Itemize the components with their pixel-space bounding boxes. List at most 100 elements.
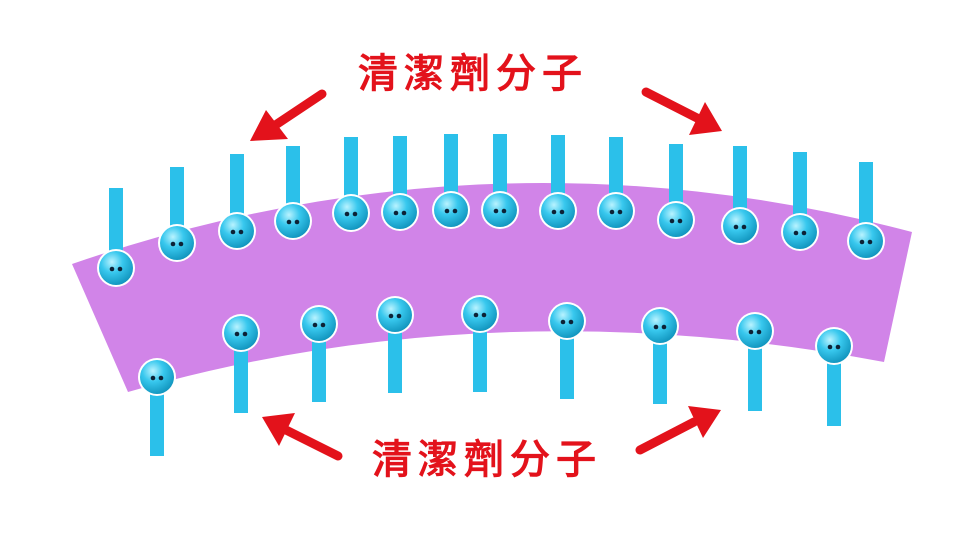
molecule-eye-right-top-7	[501, 208, 507, 214]
detergent-molecule	[815, 327, 853, 426]
molecule-tail-top-0	[109, 188, 123, 268]
molecule-eye-left-top-10	[669, 218, 675, 224]
molecule-eye-right-top-11	[741, 224, 747, 230]
molecule-tail-top-11	[733, 146, 747, 226]
molecule-eye-right-bottom-3	[396, 313, 402, 319]
molecule-head-top-10	[659, 203, 693, 237]
molecule-head-bottom-0	[140, 360, 174, 394]
molecule-head-top-6	[434, 193, 468, 227]
molecule-head-top-11	[723, 209, 757, 243]
molecule-eye-left-bottom-7	[748, 329, 754, 335]
detergent-molecule	[300, 305, 338, 402]
molecule-eye-left-bottom-8	[827, 344, 833, 350]
molecule-eye-right-top-6	[452, 208, 458, 214]
molecule-tail-top-2	[230, 154, 244, 231]
arrow-bottom-right	[635, 406, 721, 455]
detergent-molecule	[736, 312, 774, 411]
molecule-tail-bottom-4	[473, 314, 487, 392]
molecule-head-top-3	[276, 204, 310, 238]
molecule-tail-top-6	[444, 134, 458, 210]
molecule-eye-left-top-0	[109, 266, 115, 272]
molecule-head-bottom-8	[817, 329, 851, 363]
molecule-head-bottom-2	[302, 307, 336, 341]
detergent-molecule	[376, 296, 414, 393]
molecule-eye-right-top-0	[117, 266, 123, 272]
molecule-head-top-5	[383, 195, 417, 229]
molecule-tail-top-5	[393, 136, 407, 212]
detergent-molecule	[381, 136, 419, 231]
molecule-tail-bottom-2	[312, 324, 326, 402]
molecule-eye-right-top-3	[294, 219, 300, 225]
detergent-molecule	[597, 137, 635, 230]
molecule-eye-left-top-5	[393, 210, 399, 216]
detergent-molecule	[481, 134, 519, 229]
detergent-molecule	[461, 295, 499, 392]
detergent-molecule	[138, 358, 176, 456]
detergent-molecule	[641, 307, 679, 404]
molecule-tail-top-8	[551, 135, 565, 211]
molecule-head-top-2	[220, 214, 254, 248]
molecule-tail-bottom-7	[748, 331, 762, 411]
molecule-eye-left-top-8	[551, 209, 557, 215]
molecule-eye-left-top-3	[286, 219, 292, 225]
molecule-eye-left-top-7	[493, 208, 499, 214]
molecule-eye-right-top-10	[677, 218, 683, 224]
molecule-tail-bottom-8	[827, 346, 841, 426]
molecule-tail-bottom-3	[388, 315, 402, 393]
arrow-top-right	[641, 87, 722, 135]
molecule-tail-top-7	[493, 134, 507, 210]
molecule-eye-right-top-9	[617, 209, 623, 215]
molecule-eye-right-top-12	[801, 230, 807, 236]
molecule-tail-bottom-0	[150, 377, 164, 456]
molecule-eye-left-bottom-4	[473, 312, 479, 318]
molecule-eye-left-top-9	[609, 209, 615, 215]
molecule-tail-top-3	[286, 146, 300, 221]
molecule-eye-left-top-11	[733, 224, 739, 230]
molecule-head-bottom-1	[224, 316, 258, 350]
detergent-molecule	[158, 167, 196, 262]
molecule-eye-right-bottom-8	[835, 344, 841, 350]
detergent-molecule	[274, 146, 312, 240]
molecule-head-top-8	[541, 194, 575, 228]
molecule-tail-top-4	[344, 137, 358, 213]
detergent-molecule	[539, 135, 577, 230]
molecule-head-top-9	[599, 194, 633, 228]
molecule-eye-right-bottom-2	[320, 322, 326, 328]
molecule-eye-left-top-13	[859, 239, 865, 245]
molecule-eye-left-bottom-2	[312, 322, 318, 328]
molecule-eye-left-bottom-1	[234, 331, 240, 337]
molecule-eye-left-top-6	[444, 208, 450, 214]
detergent-molecule-label-bottom: 清潔劑分子	[372, 436, 602, 483]
detergent-molecule	[332, 137, 370, 232]
molecule-eye-right-top-5	[401, 210, 407, 216]
molecule-head-top-12	[783, 215, 817, 249]
molecule-eye-left-bottom-5	[560, 319, 566, 325]
detergent-molecule	[97, 188, 135, 287]
detergent-molecule	[548, 302, 586, 399]
molecule-tail-top-13	[859, 162, 873, 241]
detergent-molecule	[781, 152, 819, 251]
molecule-eye-left-bottom-6	[653, 324, 659, 330]
molecule-tail-bottom-5	[560, 321, 574, 399]
molecule-tail-top-10	[669, 144, 683, 220]
detergent-molecule	[222, 314, 260, 413]
detergent-molecule-label-top: 清潔劑分子	[358, 50, 588, 97]
molecule-tail-bottom-6	[653, 326, 667, 404]
molecule-eye-right-top-4	[352, 211, 358, 217]
detergent-molecule	[847, 162, 885, 260]
molecule-head-top-4	[334, 196, 368, 230]
molecule-head-top-0	[99, 251, 133, 285]
detergent-molecule	[657, 144, 695, 239]
molecule-eye-right-bottom-1	[242, 331, 248, 337]
molecule-head-bottom-6	[643, 309, 677, 343]
molecule-eye-left-top-4	[344, 211, 350, 217]
molecule-eye-left-bottom-3	[388, 313, 394, 319]
arrow-bottom-left	[262, 413, 343, 461]
molecule-head-top-7	[483, 193, 517, 227]
molecule-head-bottom-4	[463, 297, 497, 331]
molecule-eye-right-top-8	[559, 209, 565, 215]
molecule-eye-left-bottom-0	[150, 375, 156, 381]
molecule-eye-right-top-2	[238, 229, 244, 235]
molecule-eye-left-top-1	[170, 241, 176, 247]
molecule-tail-top-1	[170, 167, 184, 243]
